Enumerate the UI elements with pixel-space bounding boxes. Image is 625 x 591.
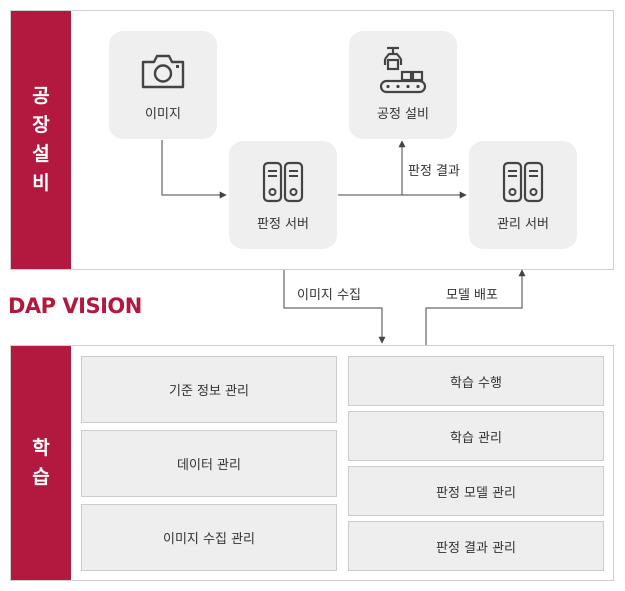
server-icon xyxy=(469,161,577,203)
mgmt-server-label: 관리 서버 xyxy=(497,217,549,232)
judge-server-node: 판정 서버 xyxy=(229,141,337,249)
learning-side-bar: 학습 xyxy=(11,346,71,580)
image-collect-label: 이미지 수집 xyxy=(297,288,361,303)
arrow-model-deploy xyxy=(425,269,526,345)
image-node-label: 이미지 xyxy=(145,107,181,122)
judge-model-management-box: 판정 모델 관리 xyxy=(348,466,604,516)
judge-result-management-box: 판정 결과 관리 xyxy=(348,521,604,571)
conveyor-robot-icon xyxy=(349,45,457,95)
image-node: 이미지 xyxy=(109,31,217,139)
arrow-image-collect xyxy=(283,270,386,344)
training-run-box: 학습 수행 xyxy=(348,356,604,406)
criteria-info-management-box: 기준 정보 관리 xyxy=(81,356,337,423)
judge-result-label: 판정 결과 xyxy=(408,164,460,179)
learning-panel: 학습 기준 정보 관리 데이터 관리 이미지 수집 관리 학습 수행 학습 관리… xyxy=(10,345,614,581)
server-icon xyxy=(229,161,337,203)
model-deploy-label: 모델 배포 xyxy=(446,288,498,303)
data-management-box: 데이터 관리 xyxy=(81,430,337,497)
mgmt-server-node: 관리 서버 xyxy=(469,141,577,249)
arrow-image-to-judge xyxy=(161,140,227,199)
learning-section-title: 학습 xyxy=(32,437,50,488)
brand-title: DAP VISION xyxy=(8,294,142,318)
factory-side-bar: 공장설비 xyxy=(11,11,71,269)
camera-icon xyxy=(109,51,217,93)
image-collect-management-box: 이미지 수집 관리 xyxy=(81,504,337,571)
factory-panel: 공장설비 이미지 xyxy=(10,10,614,270)
judge-server-label: 판정 서버 xyxy=(257,217,309,232)
factory-section-title: 공장설비 xyxy=(32,85,50,194)
equipment-node-label: 공정 설비 xyxy=(377,107,429,122)
equipment-node: 공정 설비 xyxy=(349,31,457,139)
training-management-box: 학습 관리 xyxy=(348,411,604,461)
